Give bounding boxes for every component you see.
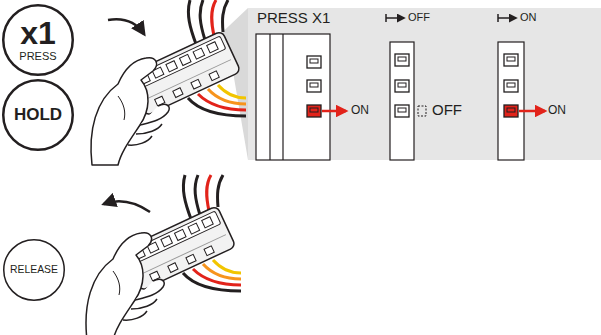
off-arrow-tail [385, 14, 387, 22]
step-circle: x1PRESS [2, 4, 74, 76]
drawing-part [322, 110, 346, 113]
drawing-part [256, 34, 330, 160]
circle-outline [3, 80, 73, 150]
drawing-part [507, 83, 515, 87]
step-circle: HOLD [2, 79, 74, 151]
switch-label: ON [351, 104, 369, 117]
step-label: HOLD [14, 106, 62, 124]
drawing-part [398, 108, 406, 112]
press-arrow [108, 19, 144, 34]
drawing-part [418, 106, 426, 116]
step-label: RELEASE [10, 265, 58, 276]
release-hand [86, 175, 241, 335]
switch-block-off [390, 42, 426, 160]
drawing-part [310, 83, 318, 87]
switch-label: ON [520, 12, 537, 24]
switch-label: ON [548, 104, 566, 117]
switch-label: OFF [408, 12, 430, 24]
on-arrow-tail [497, 14, 499, 22]
step-circle: RELEASE [3, 239, 65, 301]
drawing-part [504, 54, 518, 66]
drawing-part [395, 80, 409, 92]
drawing-part [507, 57, 515, 61]
press-hand [91, 0, 246, 165]
drawing-part [269, 34, 270, 160]
drawing-part [310, 108, 318, 112]
drawing-part [390, 42, 414, 160]
drawing-part [498, 42, 524, 160]
drawing-part [307, 105, 321, 117]
switch-label: OFF [432, 102, 462, 118]
switch-block-on [498, 42, 545, 160]
circle-outline [3, 5, 73, 75]
drawing-part [504, 80, 518, 92]
drawing-part [395, 105, 409, 117]
step-label: PRESS [19, 51, 56, 63]
drawing-part [395, 54, 409, 66]
drawing-part [310, 59, 318, 63]
drawing-part [398, 57, 406, 61]
drawing-part [282, 34, 283, 160]
zoom-wedge [212, 8, 248, 160]
drawing-part [507, 108, 515, 112]
on-arrow [498, 17, 516, 19]
drawing-part [307, 80, 321, 92]
drawing-part [504, 105, 518, 117]
release-arrow [104, 201, 150, 212]
drawing-part [519, 110, 545, 113]
drawing-part [307, 56, 321, 68]
switch-block-press [256, 34, 346, 160]
step-label: x1 [20, 17, 56, 51]
detail-panel [248, 8, 601, 160]
off-arrow [386, 17, 404, 19]
circle-outline [4, 240, 65, 301]
switch-label: PRESS X1 [257, 10, 330, 26]
drawing-part [398, 83, 406, 87]
detail-panel-node: PRESS X1 OFF ON ON OFF ON [248, 8, 601, 160]
